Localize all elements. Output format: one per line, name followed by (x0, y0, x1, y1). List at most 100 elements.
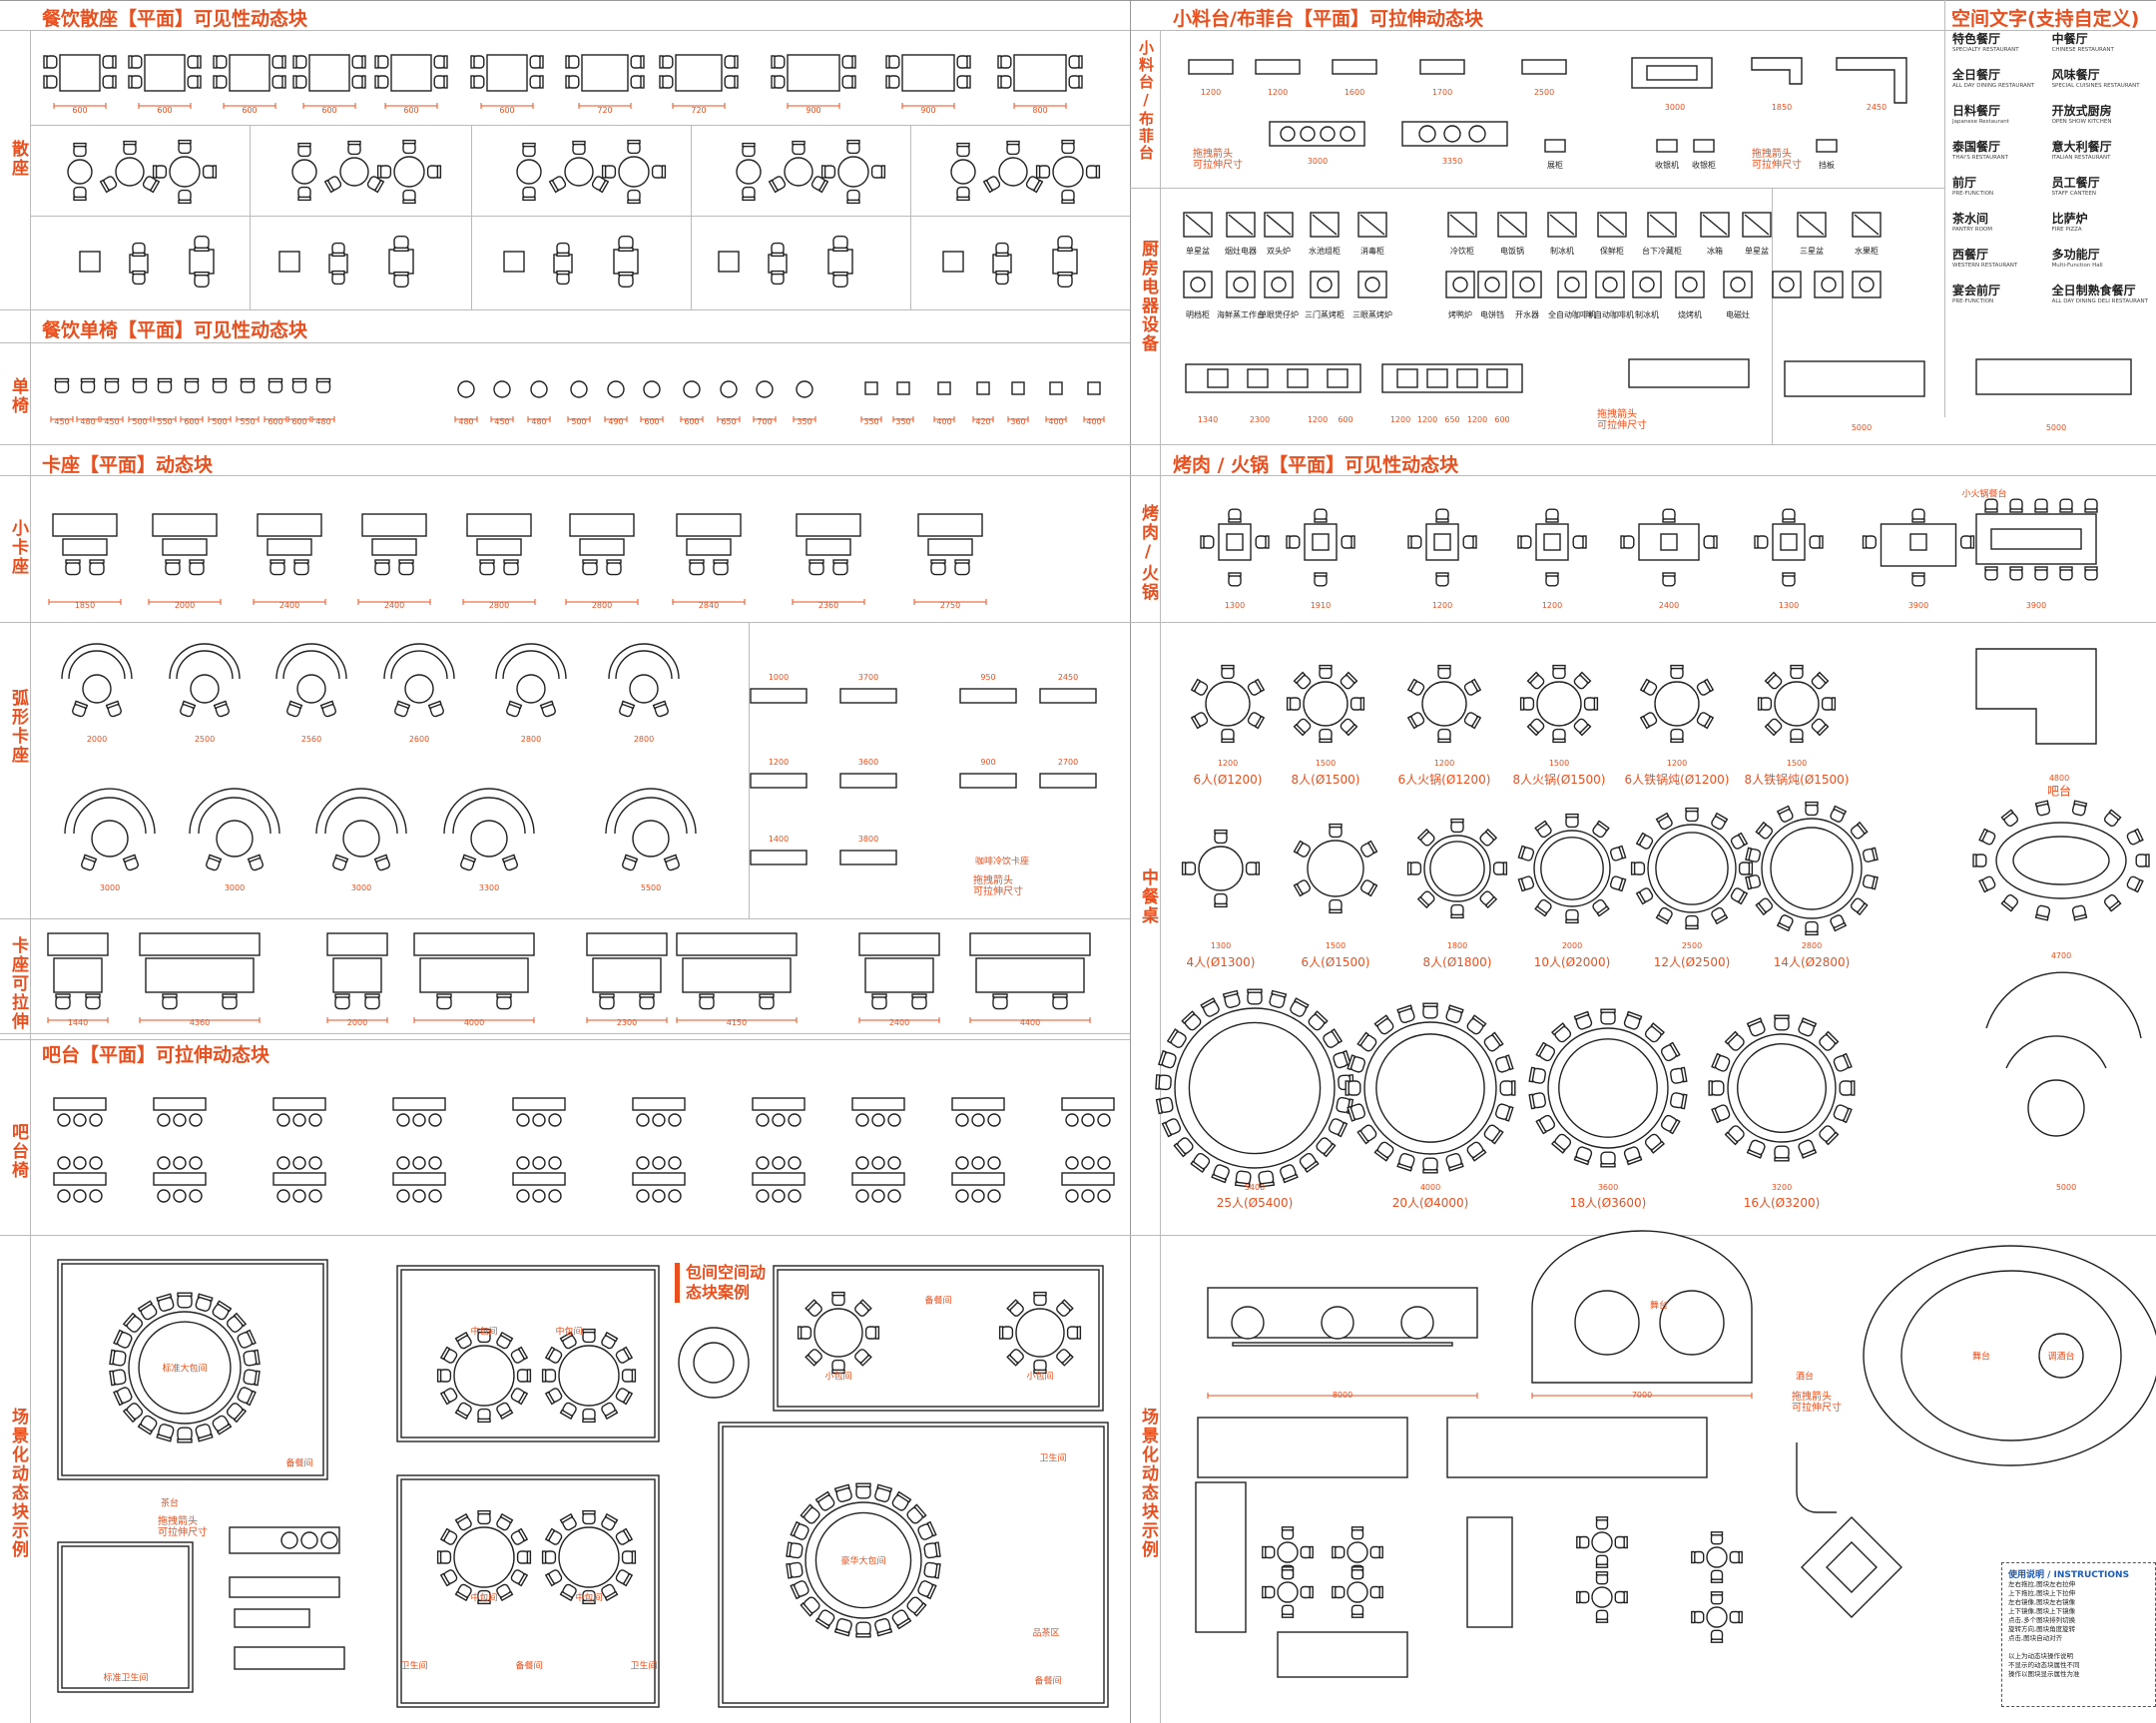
dimension-label: 650 (1444, 415, 1460, 424)
table-top (332, 957, 382, 993)
table-top (927, 538, 973, 556)
sanzuo-square-table (79, 251, 101, 273)
scene-stage-bar (1207, 1287, 1478, 1347)
chair-back (1816, 671, 1830, 685)
chair-back (499, 1590, 514, 1602)
chair-icon (606, 559, 622, 576)
table-top (1638, 523, 1700, 561)
chair-icon (699, 993, 715, 1010)
chair-back (132, 377, 148, 383)
dimension-label: 4000 (1419, 1183, 1441, 1192)
stretch-booth-icon (413, 932, 535, 1010)
chair-back (1774, 1157, 1790, 1162)
chair-icon (351, 55, 366, 69)
chair-icon (454, 1512, 472, 1531)
chair-back (291, 377, 307, 383)
round-shape (955, 1189, 969, 1203)
chair-back (631, 1550, 637, 1564)
note-size-4: 可拉伸尺寸 (1597, 420, 1647, 431)
chair-icon (1350, 1604, 1364, 1618)
chair-back (1484, 895, 1498, 909)
chair-icon (1247, 988, 1263, 1005)
chair-icon (1798, 1139, 1818, 1159)
chair-back (1061, 1354, 1074, 1367)
stretch-booth-icon (969, 932, 1091, 1010)
chair-icon (510, 1346, 529, 1364)
chair-icon (742, 142, 756, 158)
chair-icon (439, 1527, 458, 1545)
table-top (686, 538, 732, 556)
chair-back (742, 196, 756, 202)
arc-bench (61, 643, 133, 680)
round-shape (548, 1189, 562, 1203)
chair-icon (113, 1387, 133, 1407)
dimension-label: 2750 (939, 601, 961, 610)
round-shape (73, 1113, 87, 1127)
chair-icon (1592, 820, 1610, 839)
round-shape (412, 1113, 426, 1127)
single-round-chair (683, 380, 701, 398)
chair-back (1447, 1162, 1464, 1172)
chair-back (393, 272, 409, 277)
chair-back (913, 1602, 927, 1617)
round-shape (1277, 1581, 1299, 1603)
chair-back (334, 854, 349, 863)
round-shape (636, 1189, 650, 1203)
chair-back (178, 199, 192, 205)
chair-back (213, 55, 218, 69)
chair-back (1774, 1014, 1790, 1019)
kitchen-equipment-label: 冷饮柜 (1450, 247, 1474, 256)
chair-back (565, 55, 570, 69)
chair-back (1713, 535, 1718, 549)
chair-icon (85, 993, 101, 1010)
chair-icon (1281, 1526, 1295, 1540)
chair-icon (1595, 1609, 1609, 1623)
chair-icon (1406, 862, 1422, 875)
chair-back (246, 1329, 257, 1346)
chair-icon (1755, 821, 1774, 840)
chair-icon (1573, 671, 1592, 690)
table-top (79, 251, 101, 273)
chair-icon (630, 75, 645, 89)
chair-back (137, 1423, 154, 1436)
table-top (152, 513, 218, 537)
round-shape (652, 1113, 666, 1127)
kitchen-equipment-label: 电饼铛 (1480, 310, 1504, 319)
arc-bench (64, 788, 156, 835)
chair-back (832, 247, 848, 253)
chair-icon (548, 176, 567, 194)
dimension-label: 900 (980, 758, 996, 767)
chair-back (1596, 905, 1610, 917)
space-text-cn: 泰国餐厅 (1952, 140, 2001, 154)
chair-icon (1978, 875, 1996, 893)
round-shape (987, 1156, 1001, 1170)
dimension-label: 1200 (1267, 88, 1289, 97)
round-shape (73, 1156, 87, 1170)
chair-icon (954, 559, 970, 576)
chair-seat (954, 561, 970, 576)
hotpot-long-table (1975, 498, 2098, 581)
kitchen-equipment-label: 制冰机 (1635, 310, 1659, 319)
chair-icon (1340, 718, 1358, 737)
round-shape (564, 157, 594, 187)
buffet-counter-icon (1521, 59, 1567, 75)
kitchen-equipment-icon (1183, 271, 1213, 298)
chair-icon (477, 1509, 491, 1525)
chair-seat (315, 379, 331, 393)
chair-icon (1056, 1299, 1074, 1317)
chair-back (319, 700, 334, 710)
chair-icon (1033, 1359, 1047, 1375)
arc-bench-inner (502, 650, 560, 680)
chair-back (1746, 1148, 1763, 1159)
round-shape (404, 674, 434, 704)
chair-back (1281, 1613, 1295, 1618)
chair-icon (997, 75, 1012, 89)
sanzuo-rect-2 (553, 242, 573, 286)
round-shape (173, 1113, 187, 1127)
scene-small-round (1262, 1566, 1314, 1618)
chair-icon (846, 139, 860, 155)
chair-back (618, 272, 634, 277)
buffet-long-icon (1269, 121, 1365, 147)
table-top (1381, 363, 1523, 393)
kitchen-equipment-label: 单星盆 (1745, 247, 1769, 256)
